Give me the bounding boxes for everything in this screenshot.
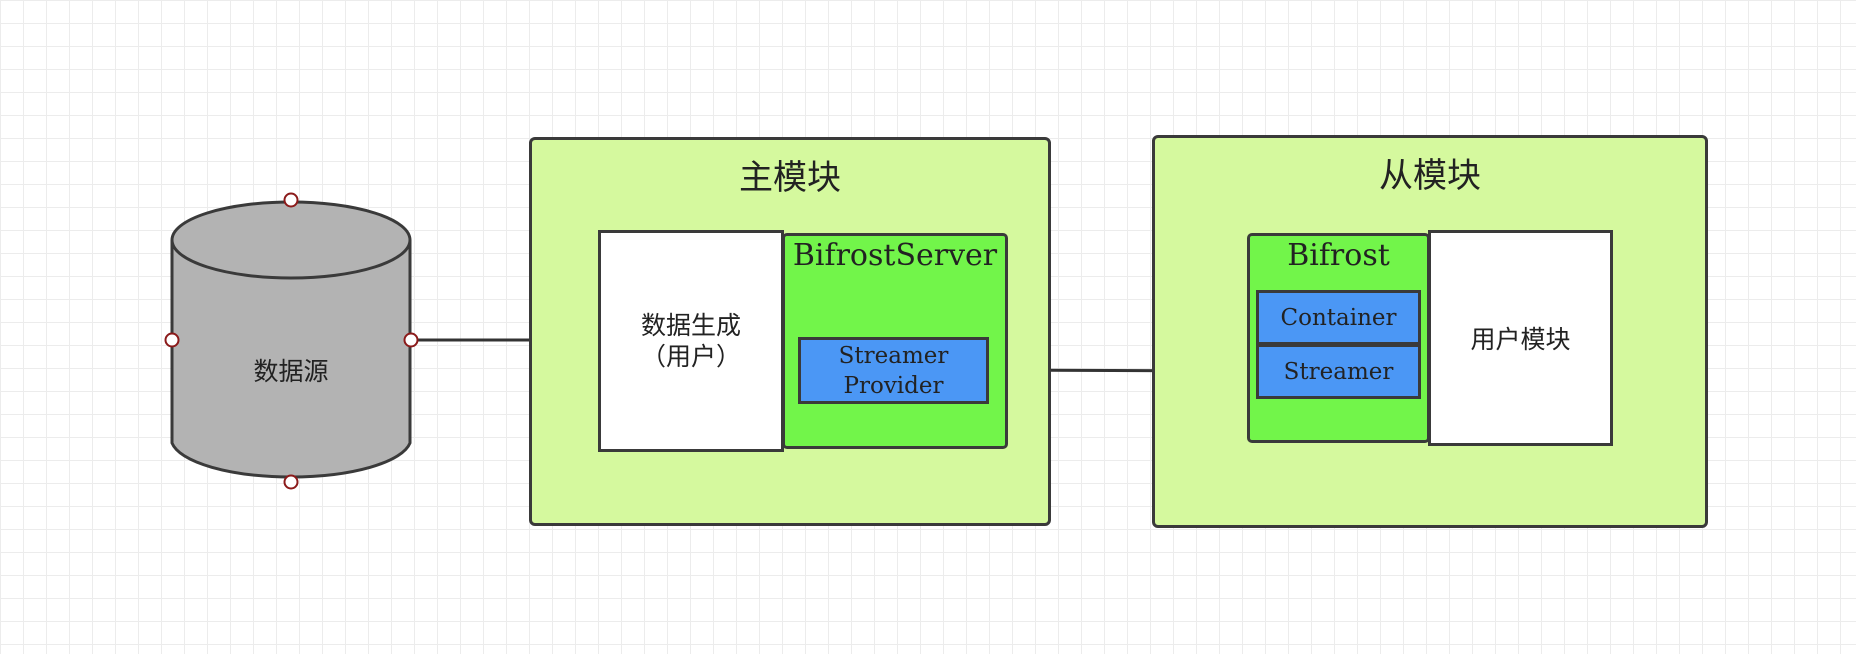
bifrost-server-title: BifrostServer (792, 238, 998, 273)
handle-right (403, 332, 419, 348)
streamer-provider-label-line1: Streamer (838, 342, 949, 369)
container-box[interactable]: Container (1256, 290, 1421, 345)
master-module-title: 主模块 (739, 158, 841, 198)
user-module-box[interactable]: 用户模块 (1428, 230, 1613, 446)
data-generator-box[interactable]: 数据生成 （用户） (598, 230, 784, 452)
streamer-provider-label-line2: Provider (843, 372, 944, 399)
container-label: Container (1280, 304, 1397, 331)
selection-handles[interactable] (164, 192, 419, 490)
datasource-label: 数据源 (253, 357, 329, 386)
streamer-label: Streamer (1283, 358, 1394, 385)
handle-left (164, 332, 180, 348)
data-generator-label-line1: 数据生成 (640, 311, 741, 340)
handle-top (283, 192, 299, 208)
user-module-label: 用户模块 (1470, 325, 1571, 354)
data-generator-label-line2: （用户） (640, 342, 741, 371)
slave-module-frame[interactable]: 从模块 (1152, 135, 1708, 528)
slave-module-title: 从模块 (1379, 156, 1481, 196)
handle-bottom (283, 474, 299, 490)
streamer-box[interactable]: Streamer (1256, 344, 1421, 399)
streamer-provider-box[interactable]: Streamer Provider (798, 337, 989, 404)
bifrost-title: Bifrost (1287, 238, 1390, 273)
